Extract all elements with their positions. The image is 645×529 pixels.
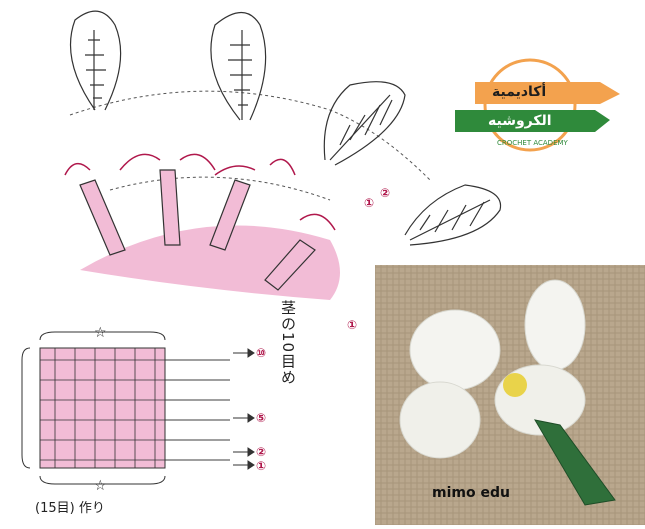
row-marker-1: ①: [256, 459, 267, 473]
star-top: ☆: [94, 325, 107, 341]
stem-grid: [39, 347, 166, 469]
guide-arc-outer: [69, 90, 431, 181]
petal-marker-3: ①: [347, 318, 358, 332]
left-bracket: [21, 347, 31, 469]
logo-text-2: الكروشيه: [488, 113, 552, 129]
petal-2: [210, 11, 267, 121]
row-marker-5: ⑤: [256, 411, 267, 425]
academy-logo: [455, 58, 620, 152]
logo-text-1: أكاديمية: [492, 84, 547, 100]
star-bottom: ☆: [94, 478, 107, 494]
picot-loops: [64, 153, 336, 231]
petal-3: [323, 81, 406, 166]
guide-arc-inner: [109, 176, 331, 201]
stem-label: 茎の10目め: [279, 300, 297, 386]
top-bracket: [39, 331, 166, 341]
row-arrows: [233, 348, 255, 470]
petal-4: [404, 184, 502, 246]
petal-marker-1: ①: [364, 196, 375, 210]
row-marker-2: ②: [256, 445, 267, 459]
spokes: [79, 169, 316, 291]
row-marker-10: ⑩: [256, 346, 267, 360]
stem-extension: [165, 359, 230, 461]
petal-marker-2: ②: [380, 186, 391, 200]
photo-caption: mimo edu: [432, 485, 510, 501]
foundation-label: (15目) 作り: [35, 501, 105, 516]
petal-1: [69, 10, 122, 111]
logo-text-latin: CROCHET ACADEMY: [497, 139, 568, 147]
flower-photo: [399, 279, 616, 506]
bottom-bracket: [39, 475, 166, 485]
